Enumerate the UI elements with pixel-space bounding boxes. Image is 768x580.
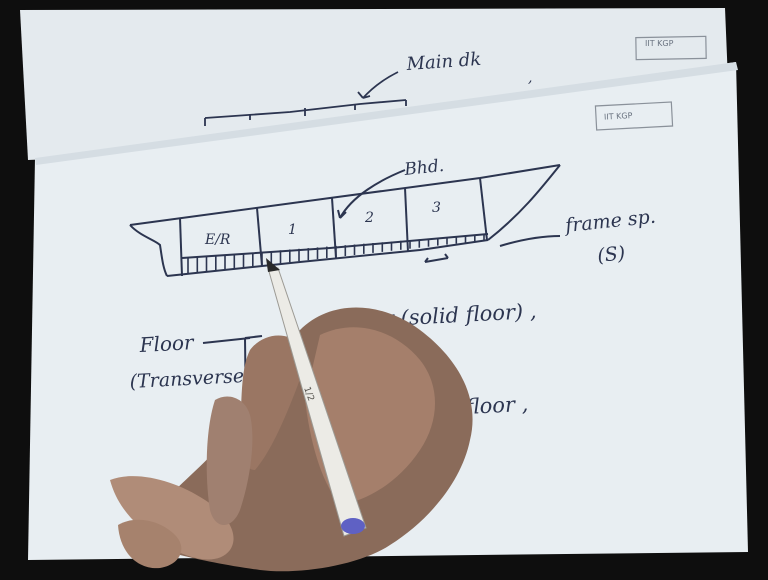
floor-label-leader <box>202 337 251 344</box>
ship-stern <box>129 224 168 277</box>
index-finger <box>239 335 305 470</box>
pen-cap <box>341 518 365 534</box>
floor-label: Floor <box>138 330 196 357</box>
thumb <box>110 476 234 560</box>
frame-spacing-pointer <box>499 235 561 247</box>
front-sheet-edge-shadow <box>35 62 738 165</box>
bulkhead-line-5 <box>479 177 488 241</box>
front-sheet-stamp: IIT KGP <box>594 101 674 131</box>
front-sheet: IIT KGP <box>28 62 748 560</box>
bulkhead-line-2 <box>256 207 263 267</box>
hand-with-pen: 1/2 <box>110 258 473 572</box>
back-sheet-comma: , <box>528 70 532 86</box>
note-line-three: floor , <box>463 392 529 419</box>
pen-marking: 1/2 <box>301 386 315 403</box>
main-deck-sketch <box>204 71 407 126</box>
ship-tank-top <box>181 233 489 259</box>
fingertip <box>118 519 182 569</box>
compartment-label-2: 2 <box>364 210 374 226</box>
ship-bottom <box>166 239 489 277</box>
bulkhead-line-4 <box>404 187 409 253</box>
pen-tip <box>266 258 280 272</box>
front-sheet-stamp-text: IIT KGP <box>604 111 633 121</box>
back-sheet-stamp: IIT KGP <box>635 35 707 61</box>
compartment-label-1: 1 <box>288 222 297 238</box>
bulkhead-line-1 <box>179 217 183 277</box>
compartment-label-3: 3 <box>432 200 441 216</box>
ship-sketch <box>129 164 561 277</box>
double-bottom-floors <box>187 234 485 274</box>
middle-finger <box>206 396 253 525</box>
pen: 1/2 <box>266 258 367 537</box>
back-sheet-stamp-text-1: IIT KGP <box>645 39 674 48</box>
bulkhead-pointer <box>339 169 406 219</box>
note-line-two: , <box>452 354 458 375</box>
bulkhead-label: Bhd. <box>402 156 445 180</box>
frame-spacing-marks <box>424 253 449 263</box>
frame-spacing-symbol: (S) <box>596 242 626 267</box>
front-sheet-paper <box>28 62 748 560</box>
compartment-label-er: E/R <box>204 232 231 248</box>
ship-bow <box>487 164 561 241</box>
